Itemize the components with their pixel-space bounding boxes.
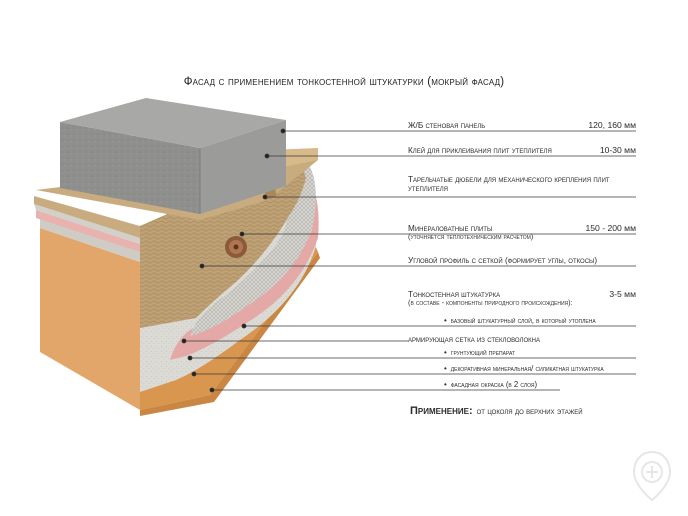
label-dowels-line2: утеплителя	[408, 184, 448, 194]
label-dowels: Тарельчатые дюбели для механического кре…	[408, 175, 610, 194]
sublayer-decorative-plaster: декоративная минеральная/ силикатная шту…	[444, 364, 604, 373]
sublayer-facade-paint: фасадная окраска (в 2 слоя)	[444, 380, 537, 389]
watermark-logo-icon	[632, 450, 672, 502]
diagram-title: Фасад с применением тонкостенной штукату…	[183, 76, 505, 88]
label-thin-plaster-note: (в составе - компоненты природного проис…	[408, 298, 573, 308]
sublayer-primer: грунтующий препарат	[444, 348, 515, 357]
sublayer-fiberglass-mesh: армирующая сетка из стекловолокна	[408, 335, 540, 344]
label-dowels-line1: Тарельчатые дюбели для механического кре…	[408, 175, 610, 184]
label-mineral-wool-note: (уточняется теплотехническим расчетом)	[408, 232, 534, 242]
leader-lines	[181, 128, 636, 393]
label-mineral-wool-text: Минераловатные плиты	[408, 224, 493, 233]
application-note: Применение:от цоколя до верхних этажей	[410, 405, 583, 417]
label-corner-profile: Угловой профиль с сеткой (формирует углы…	[408, 256, 598, 265]
application-label: Применение:	[410, 405, 473, 417]
label-mineral-wool: Минераловатные плиты (уточняется теплоте…	[408, 224, 533, 242]
label-thin-plaster-text: Тонкостенная штукатурка	[408, 290, 501, 299]
value-thin-plaster: 3-5 мм	[609, 289, 636, 299]
value-concrete-panel: 120, 160 мм	[588, 120, 636, 130]
sublayer-base-coat: базовый штукатурный слой, в который утоп…	[444, 316, 596, 325]
label-concrete-panel: Ж/Б стеновая панель	[408, 121, 486, 130]
label-thin-plaster: Тонкостенная штукатурка (в составе - ком…	[408, 290, 573, 308]
value-adhesive: 10-30 мм	[599, 145, 636, 155]
application-text: от цоколя до верхних этажей	[476, 406, 583, 416]
label-adhesive: Клей для приклеивания плит утеплителя	[408, 146, 552, 155]
concrete-panel	[60, 98, 286, 214]
value-mineral-wool: 150 - 200 мм	[585, 223, 636, 233]
